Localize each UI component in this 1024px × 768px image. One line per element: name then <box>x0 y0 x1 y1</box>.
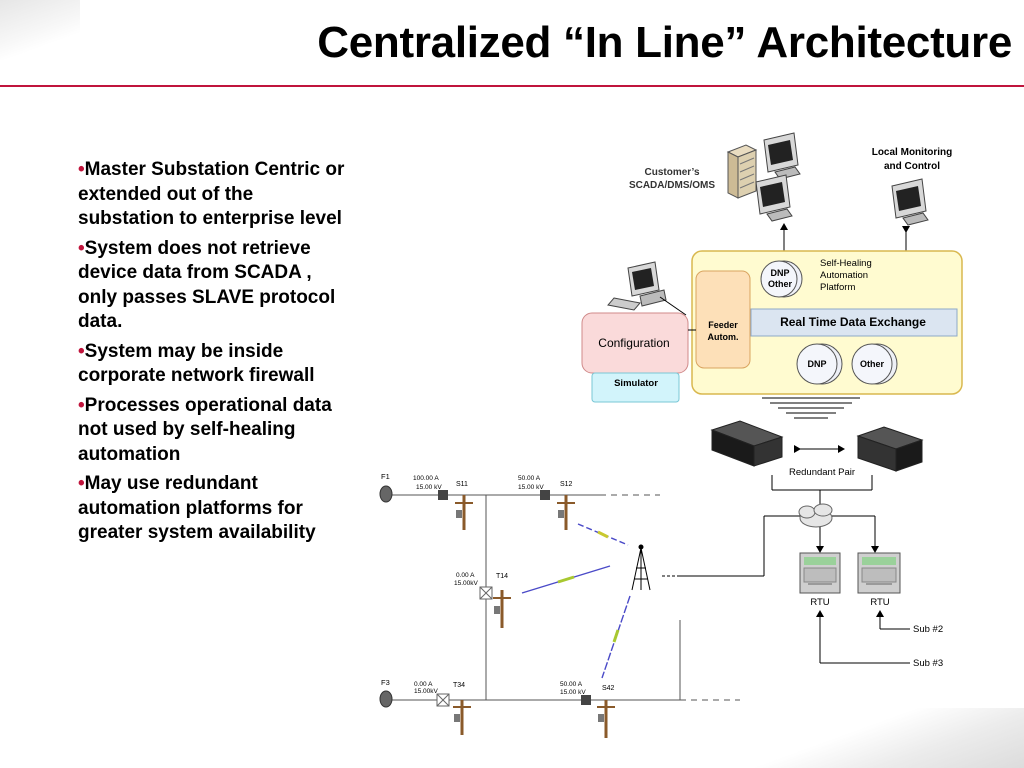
local-monitoring-line1: Local Monitoring <box>872 147 953 158</box>
configuration-label: Configuration <box>598 336 669 350</box>
bullet-text: Master Substation Centric or extended ou… <box>78 159 345 229</box>
bullet-text: Processes operational data not used by s… <box>78 394 332 465</box>
s12-label: S12 <box>560 481 573 488</box>
other-disk: Other <box>851 343 898 385</box>
monitor-icon <box>763 132 801 180</box>
rtu-label: RTU <box>870 597 889 608</box>
bullet-marker: • <box>78 159 85 180</box>
customer-scada-group: Customer’s SCADA/DMS/OMS <box>629 132 801 266</box>
real-time-data-exchange-bar <box>750 308 958 337</box>
t34-voltage: 15.00kV <box>414 688 439 695</box>
s12-current: 50.00 A <box>518 475 541 482</box>
s11-voltage: 15.00 kV <box>416 484 442 491</box>
bullet-marker: • <box>78 394 85 416</box>
utility-pole-icon <box>557 495 575 530</box>
rtde-label: Real Time Data Exchange <box>780 315 926 329</box>
corner-decoration-bottom <box>694 708 1024 768</box>
s11-label: S11 <box>456 481 468 488</box>
platform-label-line1: Self-Healing <box>820 258 872 269</box>
t14-label: T14 <box>496 573 508 580</box>
bullet-marker: • <box>78 340 85 362</box>
rtu-cabinet-icon <box>857 552 901 594</box>
bullet-item: •Processes operational data not used by … <box>78 394 346 468</box>
utility-pole-icon <box>455 495 473 530</box>
switch-s12 <box>540 490 550 500</box>
rtu-label: RTU <box>810 597 829 608</box>
dnp-disk: DNP <box>796 343 843 385</box>
tie-switch-t14 <box>479 586 493 600</box>
title-divider <box>0 85 1024 87</box>
utility-pole-icon <box>597 700 615 738</box>
config-computer-icon <box>607 261 667 311</box>
bullet-list: •Master Substation Centric or extended o… <box>78 158 346 551</box>
dnp-disk-label: DNP <box>807 359 826 369</box>
t14-voltage: 15.00kV <box>454 580 479 587</box>
funnel-lines <box>762 397 860 419</box>
bullet-item: •May use redundant automation platforms … <box>78 472 346 546</box>
platform-label-line3: Platform <box>820 282 855 293</box>
s11-current: 100.00 A <box>413 475 439 482</box>
tie-switch-t34 <box>436 693 450 707</box>
s42-voltage: 15.00 kV <box>560 689 586 696</box>
switch-s11 <box>438 490 448 500</box>
monitor-icon <box>755 174 793 222</box>
feeder-f3-label: F3 <box>381 678 390 687</box>
utility-pole-icon <box>493 590 511 628</box>
network-cloud-icon <box>798 503 833 528</box>
feeder-f1-label: F1 <box>381 472 390 481</box>
bullet-marker: • <box>78 473 85 494</box>
bullet-marker: • <box>78 237 85 259</box>
dnp-other-label-line1: DNP <box>770 268 789 278</box>
bullet-item: •Master Substation Centric or extended o… <box>78 158 346 232</box>
bullet-item: •System does not retrieve device data fr… <box>78 237 346 335</box>
customer-label-line1: Customer’s <box>644 167 699 178</box>
s12-voltage: 15.00 kV <box>518 484 544 491</box>
other-disk-label: Other <box>860 359 885 369</box>
sub3-label: Sub #3 <box>913 658 943 669</box>
bullet-item: •System may be inside corporate network … <box>78 340 346 389</box>
feeder-label-line1: Feeder <box>708 320 738 330</box>
switch-s42 <box>581 695 591 705</box>
dnp-other-disk: DNP Other <box>760 260 803 298</box>
t14-current: 0.00 A <box>456 572 475 579</box>
redundant-pair-label: Redundant Pair <box>789 467 855 478</box>
config-pc-link <box>659 296 687 316</box>
feeder-breaker-f3 <box>379 690 393 708</box>
slide-title: Centralized “In Line” Architecture <box>317 18 1012 67</box>
rtu-cabinet-icon <box>799 552 841 594</box>
bullet-text: System does not retrieve device data fro… <box>78 237 336 333</box>
wireless-links <box>521 523 631 679</box>
utility-pole-icon <box>453 700 471 735</box>
bullet-text: May use redundant automation platforms f… <box>78 473 316 543</box>
server-unit-icon <box>710 420 784 467</box>
s42-label: S42 <box>602 685 615 692</box>
feeder-one-line <box>386 494 740 701</box>
platform-label-line2: Automation <box>820 270 868 281</box>
dnp-other-label-line2: Other <box>768 279 793 289</box>
radio-tower-icon <box>631 544 651 591</box>
monitor-icon <box>891 178 929 226</box>
s42-current: 50.00 A <box>560 681 583 688</box>
simulator-label: Simulator <box>614 378 658 389</box>
local-monitoring-line2: and Control <box>884 161 940 172</box>
feeder-breaker-f1 <box>379 485 393 503</box>
feeder-label-line2: Autom. <box>708 332 739 342</box>
t34-label: T34 <box>453 682 465 689</box>
bullet-text: System may be inside corporate network f… <box>78 340 315 387</box>
server-unit-icon <box>856 426 924 472</box>
corner-decoration-top <box>0 0 80 60</box>
t34-current: 0.00 A <box>414 681 433 688</box>
feeder-automation-box <box>695 270 751 369</box>
customer-label-line2: SCADA/DMS/OMS <box>629 180 715 191</box>
server-tower-icon <box>726 144 758 199</box>
simulator-box <box>591 372 680 403</box>
sub2-label: Sub #2 <box>913 624 943 635</box>
local-monitoring-group: Local Monitoring and Control <box>872 147 953 306</box>
